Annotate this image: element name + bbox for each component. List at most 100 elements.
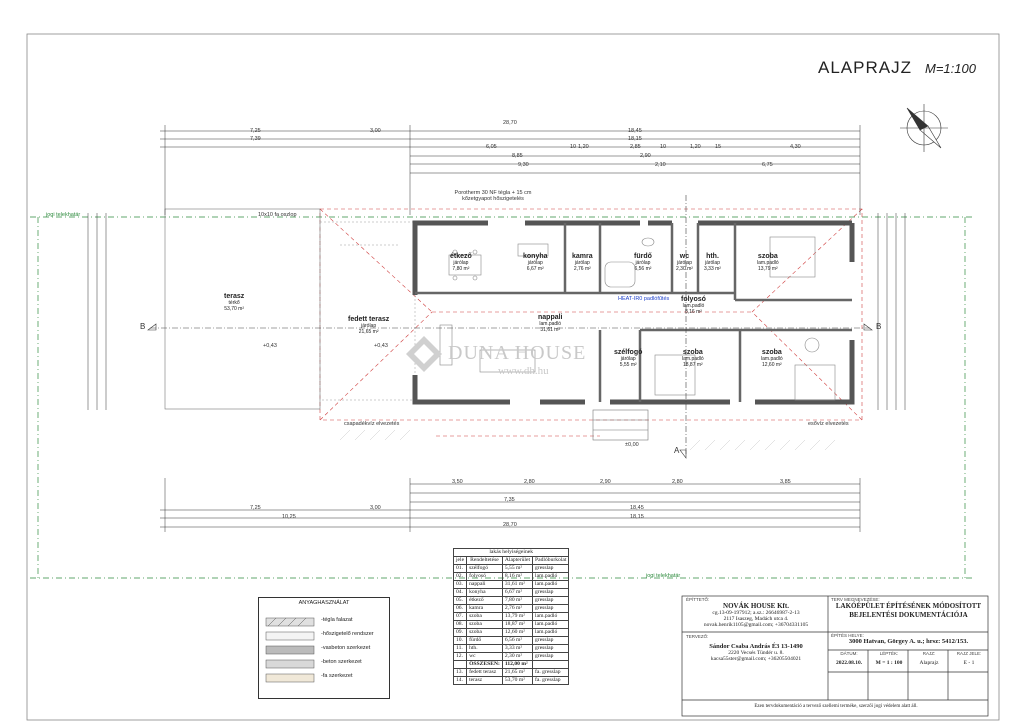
legend-item: -tégla falazat [321, 617, 353, 623]
table-cell: 12. [452, 652, 468, 661]
dimension-lines-top [160, 125, 861, 215]
designer-name: Sándor Csaba András É3 13-1490 [709, 643, 803, 650]
dim-label: 2,80 [524, 479, 535, 485]
table-cell: fa. gresslap [532, 668, 570, 677]
lawn-hatch [339, 429, 836, 451]
furniture [439, 236, 836, 401]
table-cell: 05. [452, 596, 468, 605]
dim-label: 6,75 [762, 162, 773, 168]
heating-note: HEAT-IR0 padlófűtés [618, 296, 670, 302]
table-cell: 12,60 m² [501, 628, 534, 637]
table-cell: lam.padló [532, 612, 570, 621]
col-header: Padlóburkolat [532, 556, 570, 565]
table-cell: 14. [452, 676, 468, 685]
drawing-no-value: E - 1 [963, 660, 975, 666]
drawing-cell: RAJZ: Alaprajz [910, 651, 948, 666]
entry-steps [592, 409, 649, 441]
section-b-left: B [140, 322, 146, 331]
site-value: 3000 Hatvan, Görgey A. u.; hrsz: 5412/15… [848, 638, 969, 645]
north-arrow-icon [900, 104, 948, 152]
table-cell: hth. [466, 644, 503, 653]
dim-label: 1,20 [578, 144, 589, 150]
dim-label: 2,10 [655, 162, 666, 168]
copyright-note: Ezen tervdokumentáció a tervező szellemi… [754, 704, 918, 709]
table-cell: 03. [452, 580, 468, 589]
table-cell: 13. [452, 668, 468, 677]
scale-value: M = 1 : 100 [875, 660, 903, 666]
table-cell: terasz [466, 676, 503, 685]
dim-label: 15 [715, 144, 722, 150]
site-block: ÉPÍTÉS HELYE: 3000 Hatvan, Görgey A. u.;… [831, 633, 986, 645]
table-cell: folyosó [466, 572, 503, 581]
dim-label: 7,39 [250, 136, 261, 142]
dim-label: 2,85 [630, 144, 641, 150]
table-cell: 08. [452, 620, 468, 629]
table-cell: 7,80 m² [501, 596, 534, 605]
designer-line: kacsa55ster@gmail.com; +36205504021 [710, 656, 802, 662]
table-cell: szoba [466, 612, 503, 621]
watermark-logo-icon [406, 336, 442, 372]
dim-label: 28,70 [503, 120, 517, 126]
table-cell: 2,30 m² [501, 652, 534, 661]
table-cell: gresslap [532, 596, 570, 605]
wall-note: Porotherm 30 NF tégla + 15 cm kőzetgyapo… [454, 190, 532, 202]
dim-label: 28,70 [503, 522, 517, 528]
dim-label: 10 [570, 144, 577, 150]
date-value: 2022.08.10. [835, 660, 863, 666]
table-cell: 53,70 m² [501, 676, 534, 685]
section-a: A [674, 446, 680, 455]
dim-label: 1,20 [690, 144, 701, 150]
room-schedule: lakás helyiségeinek jele Rendeltetése Al… [452, 548, 570, 685]
drawing-value: Alaprajz [919, 660, 939, 666]
watermark-brand: DUNA HOUSE [448, 342, 587, 364]
table-cell: lam.padló [532, 620, 570, 629]
dim-label: 10,25 [282, 514, 296, 520]
material-legend: ANYAGHASZNÁLAT -tégla falazat -hőszigete… [258, 597, 390, 699]
table-cell: 3,33 m² [501, 644, 534, 653]
dim-label: 3,50 [452, 479, 463, 485]
drawing-scale: M=1:100 [925, 61, 976, 76]
dim-label: 3,00 [370, 128, 381, 134]
builder-block: ÉPÍTTETŐ: NOVÁK HOUSE Kft. cg.13-09-1979… [686, 597, 826, 628]
table-cell: 18,87 m² [501, 620, 534, 629]
table-cell: szoba [466, 620, 503, 629]
table-cell: 04. [452, 588, 468, 597]
designer-label: TERVEZŐ: [686, 634, 709, 639]
table-cell: 10. [452, 636, 468, 645]
dim-label: 7,25 [250, 505, 261, 511]
sheet-border [26, 33, 1000, 721]
table-cell: szoba [466, 628, 503, 637]
section-b-right: B [876, 322, 882, 331]
rain-note: csapadékvíz elvezetés [344, 421, 400, 427]
builder-name: NOVÁK HOUSE Kft. [723, 602, 789, 610]
table-cell: gresslap [532, 644, 570, 653]
dim-label: 2,80 [672, 479, 683, 485]
dim-label: 8,85 [512, 153, 523, 159]
terrace-area [164, 208, 321, 410]
dim-label: 7,25 [250, 128, 261, 134]
date-cell: DÁTUM: 2022.08.10. [830, 651, 868, 666]
table-cell: fa. gresslap [532, 676, 570, 685]
dim-label: 18,45 [628, 128, 642, 134]
covered-terrace-area [319, 221, 416, 401]
interior-walls [415, 223, 852, 402]
scale-cell: LÉPTÉK: M = 1 : 100 [870, 651, 908, 666]
drawing-title: ALAPRAJZ [818, 58, 912, 77]
dim-label: 10 [660, 144, 667, 150]
table-cell: konyha [466, 588, 503, 597]
table-cell: gresslap [532, 652, 570, 661]
